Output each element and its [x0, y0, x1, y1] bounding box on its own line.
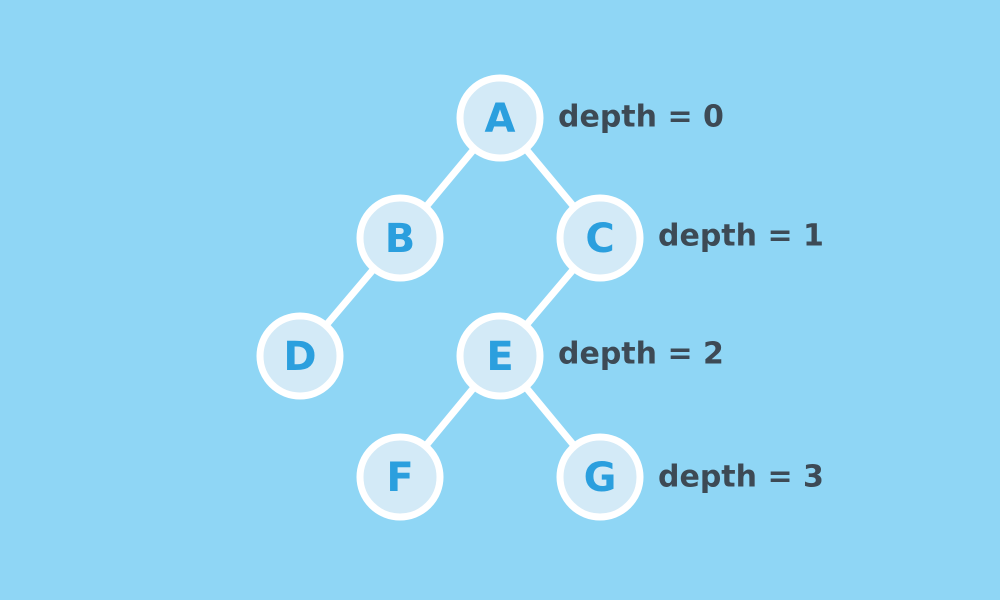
node-g-circle [556, 433, 644, 521]
node-e-label: E [486, 334, 513, 380]
node-a-label: A [485, 96, 516, 142]
depth-label-0: depth = 0 [558, 100, 724, 135]
node-d-circle [256, 312, 344, 400]
node-d-label: D [283, 334, 316, 380]
depth-label-3: depth = 3 [658, 460, 824, 495]
node-b-circle [356, 194, 444, 282]
node-f-label: F [386, 455, 413, 501]
node-f-circle [356, 433, 444, 521]
tree-node-f: F [356, 433, 444, 521]
depth-label-2: depth = 2 [558, 337, 724, 372]
node-c-label: C [585, 216, 614, 262]
depth-label-1: depth = 1 [658, 219, 824, 254]
tree-node-e: E [456, 312, 544, 400]
tree-node-c: C [556, 194, 644, 282]
node-b-label: B [385, 216, 416, 262]
nodes-layer: A B C D E F G [256, 74, 644, 521]
node-g-label: G [584, 455, 617, 501]
depth-labels: depth = 0 depth = 1 depth = 2 depth = 3 [558, 100, 824, 495]
node-c-circle [556, 194, 644, 282]
edges-layer [296, 114, 604, 481]
node-a-circle [456, 74, 544, 162]
node-e-circle [456, 312, 544, 400]
tree-node-d: D [256, 312, 344, 400]
tree-node-b: B [356, 194, 444, 282]
tree-node-a: A [456, 74, 544, 162]
tree-node-g: G [556, 433, 644, 521]
